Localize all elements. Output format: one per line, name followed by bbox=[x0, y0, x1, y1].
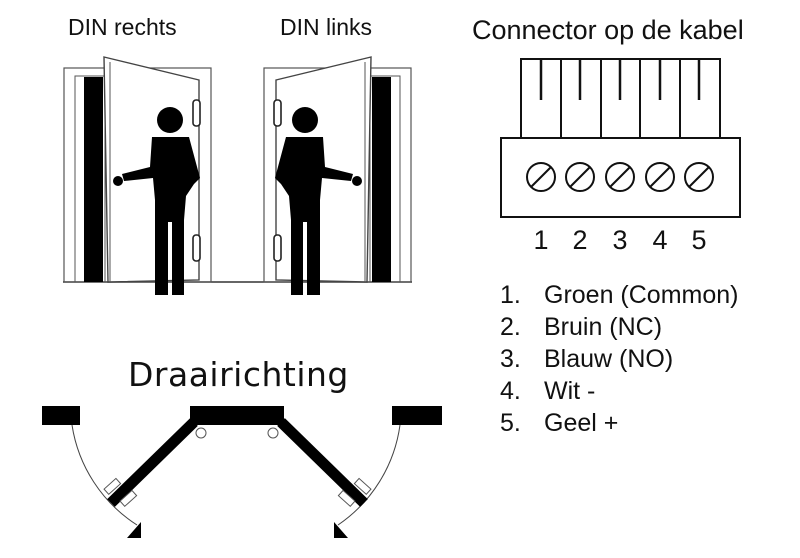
hinge-icon bbox=[273, 234, 282, 262]
wall-center bbox=[190, 406, 284, 425]
pivot-icon bbox=[195, 427, 207, 439]
connector-diagram bbox=[500, 58, 741, 218]
swing-arc-left bbox=[71, 424, 138, 526]
wall-left bbox=[42, 406, 80, 425]
legend-item: 4.Wit - bbox=[500, 377, 596, 405]
screw-icon bbox=[565, 162, 595, 192]
wiring-legend: 1.Groen (Common) 2.Bruin (NC) 3.Blauw (N… bbox=[500, 279, 739, 439]
legend-item: 1.Groen (Common) bbox=[500, 281, 739, 309]
pin-number: 3 bbox=[612, 225, 628, 255]
arrow-right-icon bbox=[334, 522, 348, 538]
screw-icon bbox=[684, 162, 714, 192]
label-din-left: DIN links bbox=[280, 14, 373, 40]
arrow-left-icon bbox=[127, 522, 141, 538]
swing-title: Draairichting bbox=[128, 355, 349, 394]
screw-icon bbox=[605, 162, 635, 192]
connector-title: Connector op de kabel bbox=[472, 15, 744, 45]
pin-number: 2 bbox=[572, 225, 588, 255]
person-icon bbox=[113, 107, 200, 295]
swing-arc-right bbox=[337, 424, 401, 526]
pin-number: 1 bbox=[533, 225, 549, 255]
pivot-icon bbox=[267, 427, 279, 439]
legend-item: 3.Blauw (NO) bbox=[500, 345, 674, 373]
door-leaf-right bbox=[277, 418, 368, 507]
legend-item: 2.Bruin (NC) bbox=[500, 313, 663, 341]
person-icon bbox=[275, 107, 362, 295]
hinge-icon bbox=[273, 99, 282, 127]
hinge-icon bbox=[192, 99, 201, 127]
door-leaf-left bbox=[107, 418, 198, 507]
door-din-left bbox=[263, 56, 412, 295]
screw-icon bbox=[526, 162, 556, 192]
swing-diagram bbox=[42, 406, 442, 538]
label-din-right: DIN rechts bbox=[68, 14, 177, 40]
door-din-right bbox=[63, 56, 212, 295]
screw-icon bbox=[645, 162, 675, 192]
hinge-icon bbox=[192, 234, 201, 262]
wall-right bbox=[392, 406, 442, 425]
pin-number: 5 bbox=[691, 225, 707, 255]
pin-number: 4 bbox=[652, 225, 668, 255]
door-opening-shadow bbox=[372, 77, 391, 282]
door-opening-shadow bbox=[84, 77, 103, 282]
legend-item: 5.Geel + bbox=[500, 409, 619, 437]
